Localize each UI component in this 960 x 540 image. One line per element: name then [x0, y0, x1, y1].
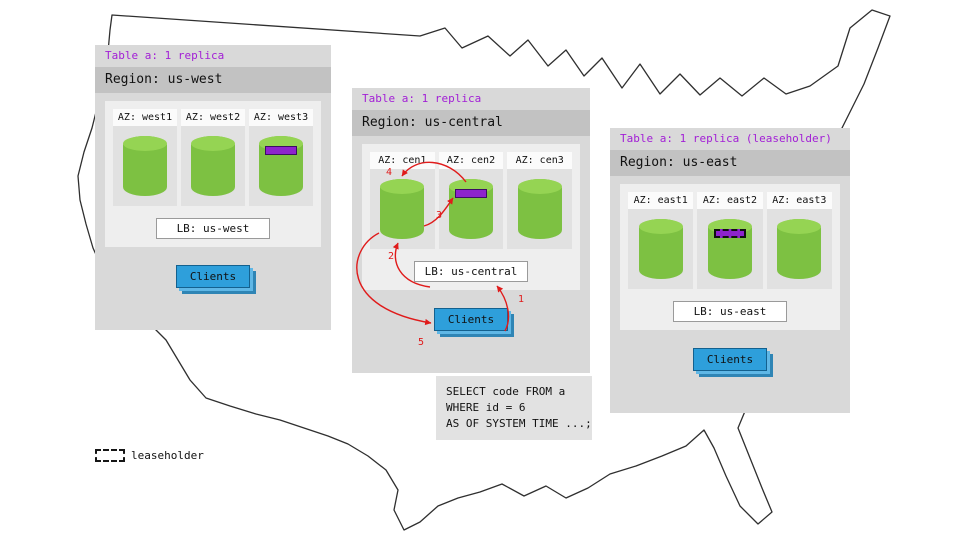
region-panel-us-central: Table a: 1 replica Region: us-central AZ…	[352, 88, 590, 373]
az-column-cen1: AZ: cen1	[370, 152, 435, 249]
clients-box: Clients	[693, 348, 767, 371]
database-cylinder	[638, 219, 683, 279]
database-cylinder	[449, 179, 493, 239]
region-title: Region: us-west	[95, 67, 331, 93]
region-title: Region: us-east	[610, 150, 850, 176]
leaseholder-legend-icon	[95, 449, 125, 462]
arrow-step-3: 3	[436, 210, 443, 221]
az-label: AZ: east2	[697, 192, 763, 209]
database-cylinder	[123, 136, 167, 196]
region-panel-us-west: Table a: 1 replica Region: us-west AZ: w…	[95, 45, 331, 330]
database-cylinder	[707, 219, 752, 279]
az-row: AZ: west1 AZ: west2 AZ: west3	[113, 109, 313, 206]
replica-block	[265, 146, 297, 155]
az-label: AZ: west1	[113, 109, 177, 126]
database-cylinder	[259, 136, 303, 196]
leaseholder-block	[713, 229, 746, 238]
legend: leaseholder	[95, 449, 204, 462]
load-balancer-box: LB: us-central	[414, 261, 528, 282]
arrow-step-5: 5	[418, 337, 425, 348]
az-column-cen2: AZ: cen2	[438, 152, 504, 249]
database-cylinder	[777, 219, 822, 279]
az-container: AZ: east1 AZ: east2 AZ: east3 LB: us-eas…	[620, 184, 840, 330]
az-column-east3: AZ: east3	[766, 192, 832, 289]
az-label: AZ: west2	[181, 109, 245, 126]
az-label: AZ: cen1	[370, 152, 435, 169]
az-row: AZ: east1 AZ: east2 AZ: east3	[628, 192, 832, 289]
legend-label: leaseholder	[131, 449, 204, 462]
sql-line: AS OF SYSTEM TIME ...;	[446, 416, 592, 430]
arrow-step-4: 4	[386, 167, 393, 178]
arrow-step-1: 1	[518, 294, 525, 305]
arrow-step-2: 2	[388, 251, 395, 262]
az-column-west2: AZ: west2	[181, 109, 245, 206]
load-balancer-box: LB: us-east	[673, 301, 787, 322]
az-label: AZ: cen3	[507, 152, 573, 169]
az-column-west1: AZ: west1	[113, 109, 177, 206]
region-panel-us-east: Table a: 1 replica (leaseholder) Region:…	[610, 128, 850, 413]
az-label: AZ: west3	[249, 109, 313, 126]
az-column-east2: AZ: east2	[697, 192, 763, 289]
az-label: AZ: east3	[766, 192, 832, 209]
sql-line: WHERE id = 6	[446, 400, 526, 414]
database-cylinder	[517, 179, 562, 239]
az-label: AZ: cen2	[438, 152, 504, 169]
az-column-west3: AZ: west3	[249, 109, 313, 206]
az-column-east1: AZ: east1	[628, 192, 694, 289]
az-column-cen3: AZ: cen3	[507, 152, 573, 249]
replica-block	[455, 189, 487, 198]
az-row: AZ: cen1 AZ: cen2 AZ: cen3	[370, 152, 573, 249]
load-balancer-box: LB: us-west	[156, 218, 270, 239]
table-replica-label: Table a: 1 replica	[362, 92, 482, 105]
az-label: AZ: east1	[628, 192, 694, 209]
table-replica-label: Table a: 1 replica (leaseholder)	[620, 132, 832, 145]
clients-box: Clients	[434, 308, 508, 331]
database-cylinder	[380, 179, 425, 239]
sql-statement-box: SELECT code FROM a WHERE id = 6 AS OF SY…	[436, 376, 592, 440]
region-title: Region: us-central	[352, 110, 590, 136]
az-container: AZ: west1 AZ: west2 AZ: west3 LB: us-wes…	[105, 101, 321, 247]
table-replica-label: Table a: 1 replica	[105, 49, 225, 62]
database-cylinder	[191, 136, 235, 196]
sql-line: SELECT code FROM a	[446, 385, 566, 398]
clients-box: Clients	[176, 265, 250, 288]
az-container: AZ: cen1 AZ: cen2 AZ: cen3 LB: us-centra…	[362, 144, 580, 290]
